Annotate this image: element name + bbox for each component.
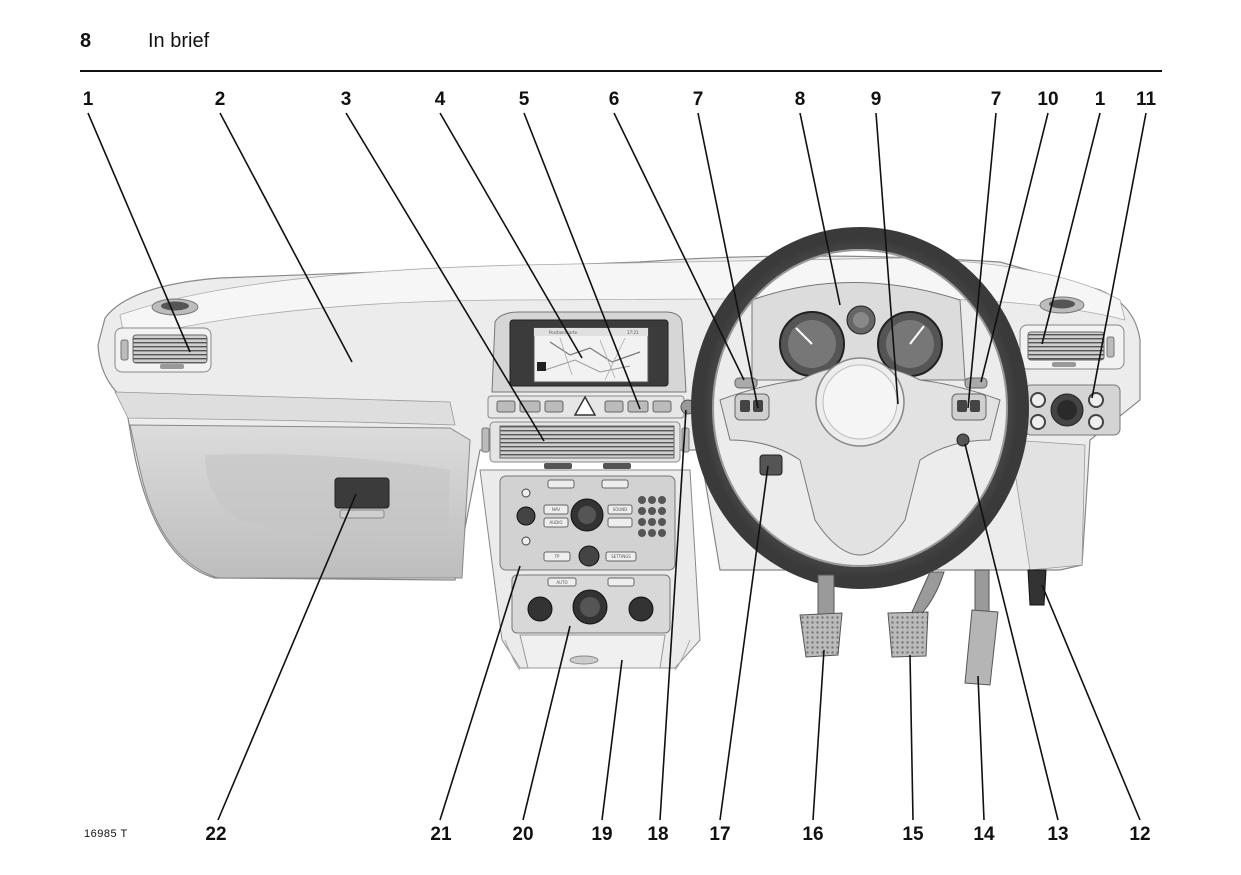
sound-button-label: SOUND [613, 507, 628, 512]
page-number: 8 [80, 30, 92, 52]
callout-bottom-12: 12 [1129, 824, 1150, 845]
callout-top-4: 4 [435, 89, 446, 110]
callout-bottom-13: 13 [1047, 824, 1068, 845]
light-switch-panel [1024, 384, 1121, 436]
callout-bottom-20: 20 [512, 824, 533, 845]
nav-screen-title: Positionskarte [549, 330, 578, 335]
nav-screen-time: 17:21 [627, 330, 639, 335]
pedals [799, 569, 1047, 686]
figure-id: 16985 T [84, 828, 128, 840]
callouts-bottom: 22 21 20 19 18 17 16 15 14 13 12 [205, 824, 1150, 845]
tp-button-label: TP [554, 554, 560, 559]
instrument-cluster [751, 282, 966, 381]
callout-top-9: 9 [871, 89, 882, 110]
callout-bottom-15: 15 [902, 824, 924, 845]
steering-wheel [691, 227, 1029, 589]
left-side-vent [114, 298, 212, 373]
audio-button-label: AUDIO [549, 520, 562, 525]
nav-button-label: NAV [552, 507, 560, 512]
callout-top-8: 8 [795, 89, 806, 110]
centre-console: Positionskarte 17:21 NAV AUDIO SOUND [479, 311, 701, 671]
callout-bottom-17: 17 [709, 824, 730, 845]
page-title: In brief [148, 30, 210, 52]
right-side-vent [1019, 296, 1125, 370]
callout-top-5: 5 [519, 89, 530, 110]
auto-button-label: AUTO [556, 580, 567, 585]
callout-top-6: 6 [609, 89, 620, 110]
callout-top-2: 2 [215, 89, 226, 110]
header-rule [80, 70, 1162, 72]
callout-bottom-19: 19 [591, 824, 612, 845]
leader-lines-top [87, 112, 1147, 442]
callout-top-7b: 7 [991, 89, 1002, 110]
callout-top-10: 10 [1037, 89, 1058, 110]
settings-button-label: SETTINGS [611, 554, 631, 559]
callouts-top: 1 2 3 4 5 6 7 8 9 7 10 1 11 [83, 89, 1157, 110]
callout-bottom-21: 21 [430, 824, 452, 845]
callout-top-1: 1 [83, 89, 94, 110]
leader-lines-bottom [217, 409, 1141, 821]
callout-top-1b: 1 [1095, 89, 1106, 110]
callout-top-7: 7 [693, 89, 704, 110]
callout-top-11: 11 [1136, 89, 1157, 110]
callout-bottom-18: 18 [647, 824, 668, 845]
callout-bottom-16: 16 [802, 824, 823, 845]
callout-bottom-22: 22 [205, 824, 226, 845]
callout-bottom-14: 14 [973, 824, 995, 845]
callout-top-3: 3 [341, 89, 352, 110]
